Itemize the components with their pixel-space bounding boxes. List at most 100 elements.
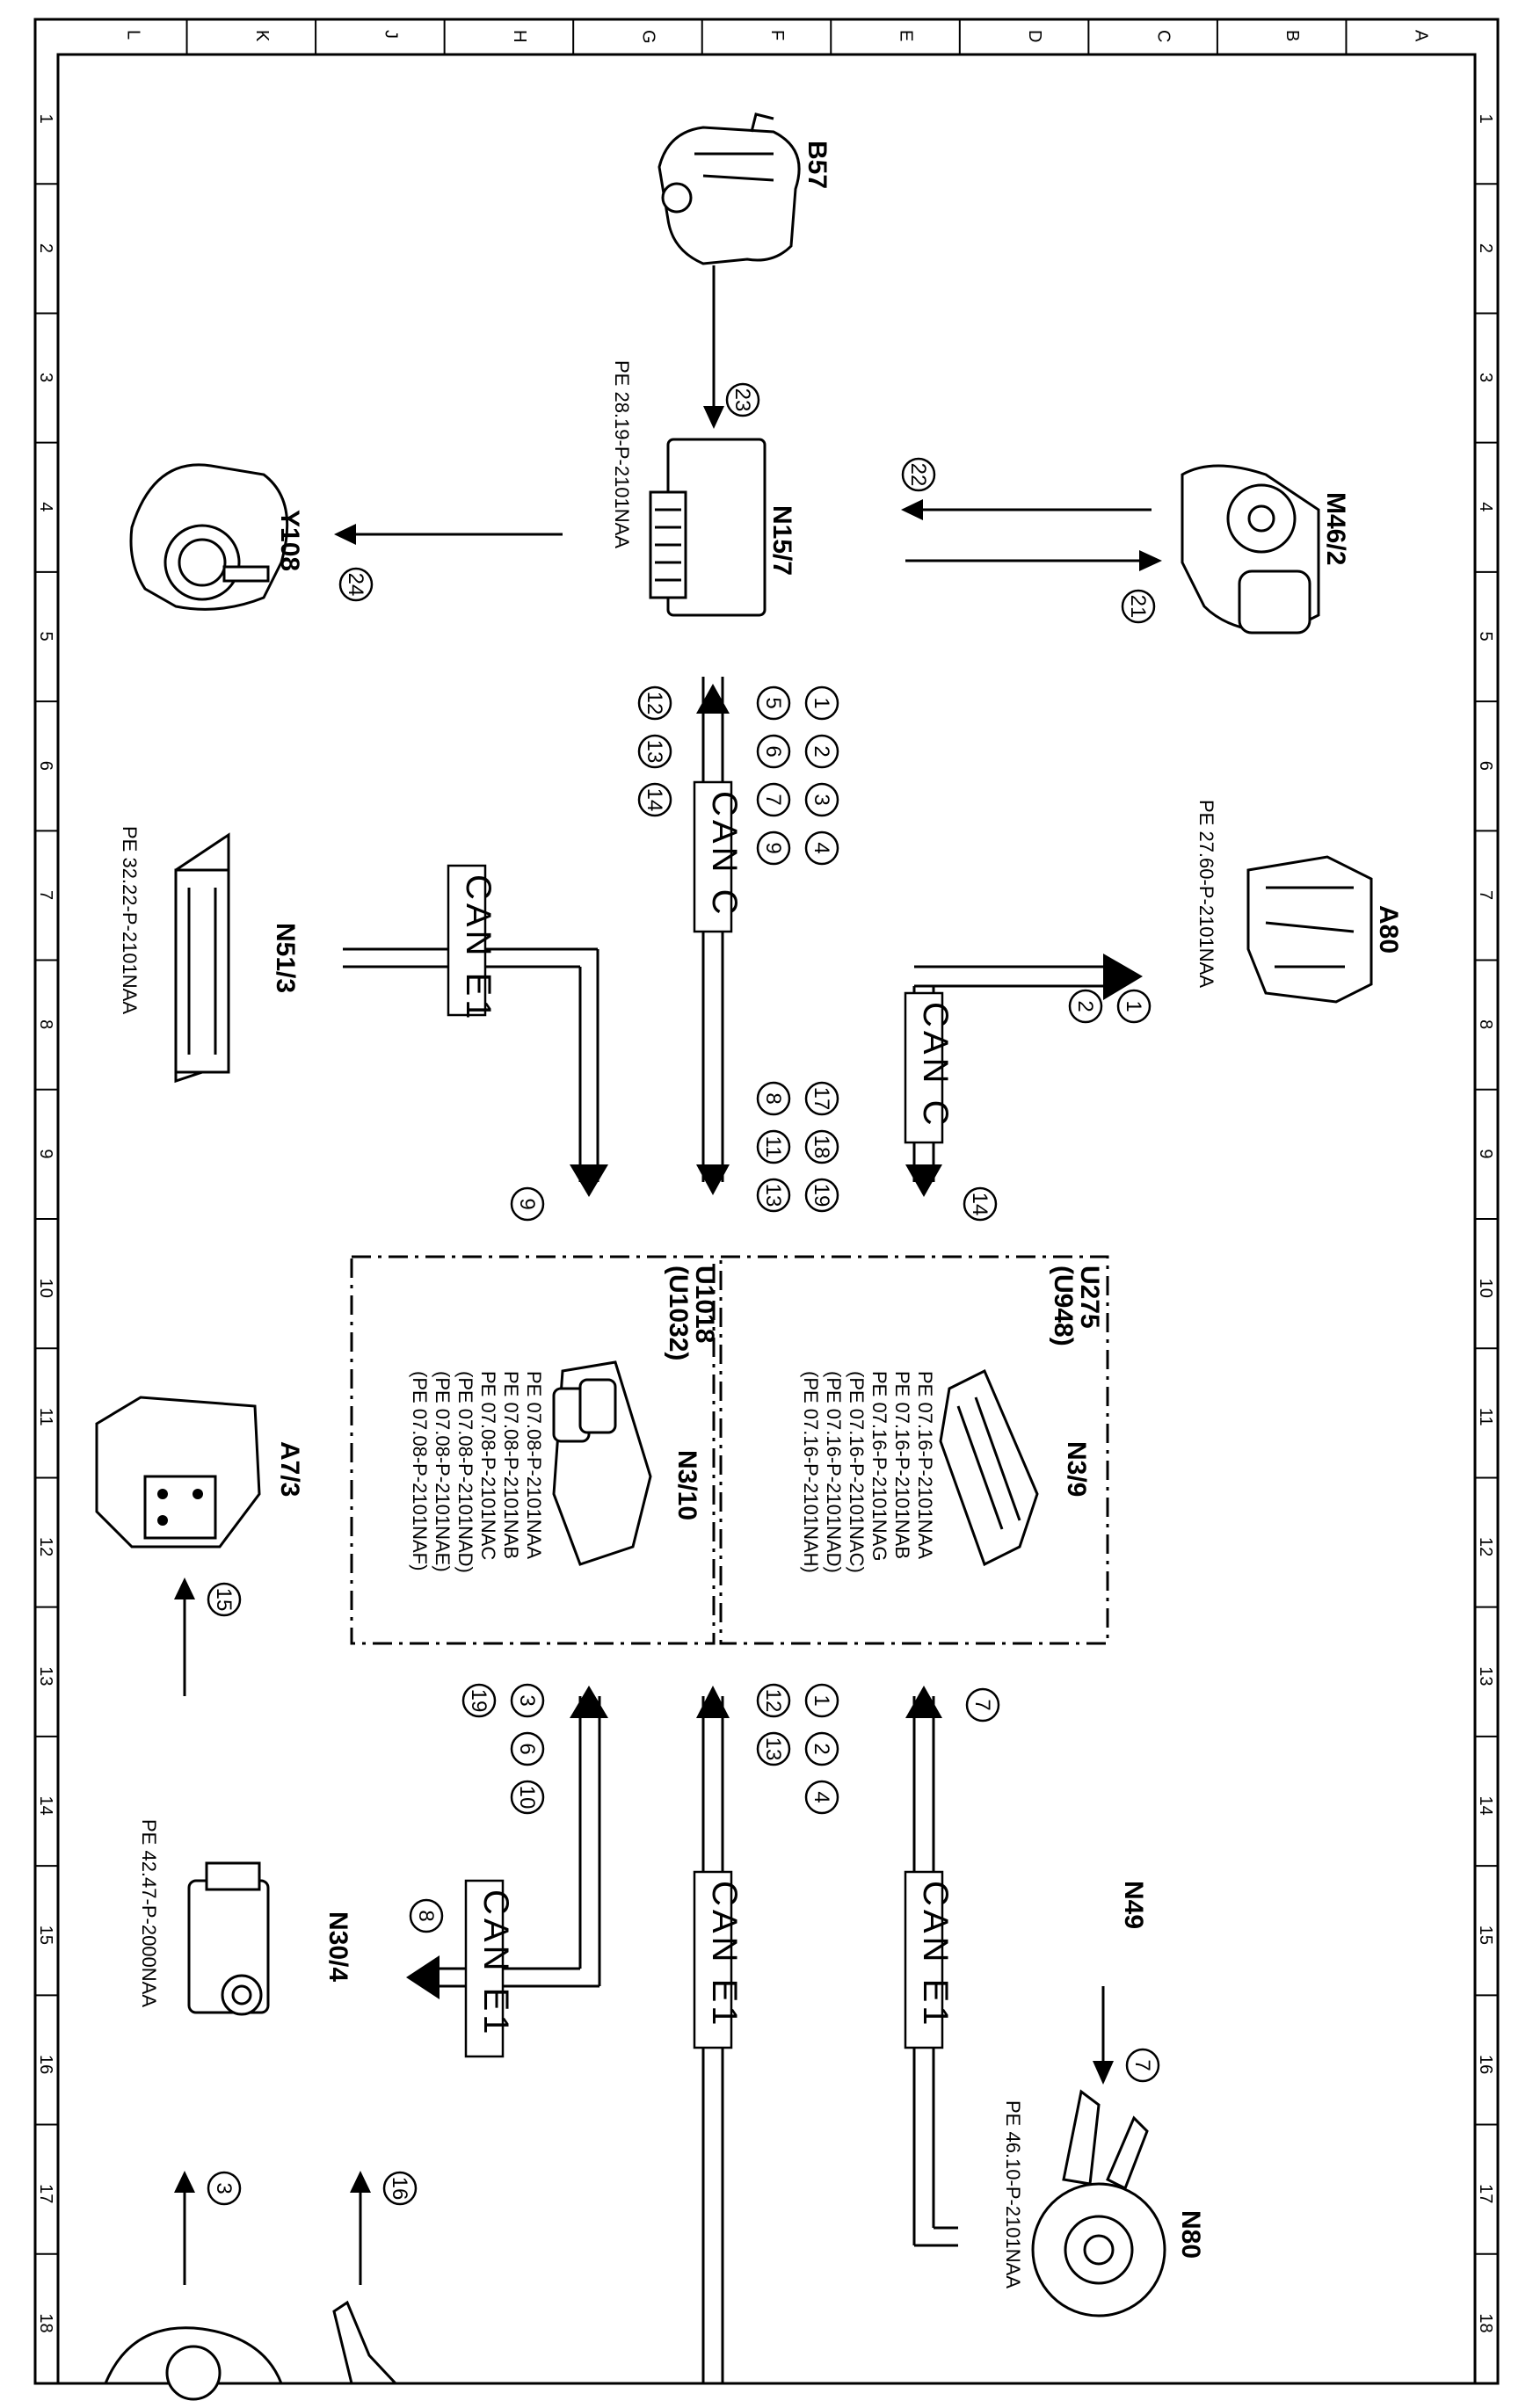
grid-number: 11	[1476, 1408, 1495, 1426]
signal-12: 12	[637, 685, 672, 721]
n3-9-code: U275	[1075, 1266, 1104, 1329]
signal-9: 9	[756, 830, 791, 866]
n3-10-component: N3/10	[552, 1360, 701, 1566]
n3-10-box	[350, 1255, 716, 1645]
grid-number: 8	[36, 1019, 55, 1029]
svg-text:4: 4	[810, 1791, 833, 1802]
grid-number: 5	[36, 632, 55, 642]
grid-number: 15	[36, 1926, 55, 1945]
svg-text:3: 3	[515, 1694, 539, 1706]
signal-14: 14	[963, 1186, 998, 1222]
grid-number: 6	[1476, 761, 1495, 771]
svg-text:24: 24	[344, 573, 367, 597]
grid-number: 14	[1476, 1796, 1495, 1816]
can-c-bus-label-right: CAN C	[916, 1002, 955, 1128]
reference-line: (PE 07.08-P-2101NAD)	[454, 1371, 476, 1573]
reference-line: (PE 07.08-P-2101NAF)	[409, 1371, 431, 1570]
signal-9: 9	[510, 1186, 545, 1222]
svg-text:4: 4	[810, 842, 833, 853]
svg-text:7: 7	[970, 1699, 994, 1710]
svg-text:13: 13	[761, 1737, 785, 1761]
reference-line: PE 07.08-P-2101NAB	[500, 1371, 522, 1559]
reference-line: (PE 07.16-P-2101NAD)	[823, 1371, 845, 1573]
grid-letter: J	[381, 30, 400, 39]
reference-line: PE 07.16-P-2101NAG	[868, 1371, 890, 1561]
n30-4-label: N30/4	[323, 1911, 352, 1982]
reference-line: (PE 07.08-P-2101NAE)	[432, 1371, 454, 1572]
svg-text:12: 12	[761, 1689, 785, 1713]
n51-3-label: N51/3	[271, 923, 300, 993]
signal-7: 7	[756, 782, 791, 817]
signal-5: 5	[756, 685, 791, 721]
svg-text:23: 23	[730, 388, 754, 412]
b57-component: B57	[658, 112, 832, 265]
svg-text:11: 11	[761, 1136, 785, 1158]
n3-9-label: N3/9	[1062, 1441, 1091, 1497]
n51-3-component: N51/3	[174, 832, 300, 1084]
signal-13: 13	[637, 734, 672, 769]
svg-text:2: 2	[810, 1743, 833, 1754]
b57-label: B57	[803, 141, 832, 189]
can-e1-bus-label-center: CAN E1	[705, 1881, 744, 2029]
grid-number: 13	[1476, 1666, 1495, 1686]
svg-text:19: 19	[467, 1689, 490, 1713]
signal-1: 1	[804, 1683, 839, 1718]
grid-number: 4	[36, 502, 55, 511]
inner-frame	[56, 53, 1477, 2385]
signal-16: 16	[382, 2171, 418, 2206]
grid-letter: B	[1282, 30, 1302, 41]
svg-text:2: 2	[1073, 1000, 1097, 1012]
svg-text:7: 7	[761, 794, 785, 805]
svg-text:9: 9	[515, 1198, 539, 1209]
n3-10-code-alt: (U1032)	[664, 1266, 693, 1360]
svg-text:14: 14	[968, 1193, 992, 1216]
signal-15: 15	[207, 1582, 242, 1617]
grid-number: 1	[1476, 114, 1495, 124]
n80-label: N80	[1176, 2210, 1205, 2259]
signal-6: 6	[510, 1731, 545, 1766]
reference-line: PE 07.16-P-2101NAA	[914, 1371, 936, 1559]
a80-reference: PE 27.60-P-2101NAA	[1195, 800, 1217, 988]
grid-number: 7	[1476, 890, 1495, 900]
sensor-partial	[332, 2300, 399, 2385]
grid-letter: K	[252, 30, 272, 42]
reference-line: PE 07.08-P-2101NAA	[523, 1371, 545, 1559]
grid-number: 5	[1476, 632, 1495, 642]
n30-4-reference: PE 42.47-P-2000NAA	[138, 1819, 160, 2007]
y108-label: Y108	[275, 510, 304, 571]
n3-10-label: N3/10	[672, 1450, 701, 1520]
grid-letter: C	[1154, 30, 1173, 42]
grid-number: 13	[36, 1666, 55, 1686]
svg-text:10: 10	[515, 1786, 539, 1810]
can-e1-bus-label-right: CAN E1	[916, 1881, 955, 2029]
signal-4: 4	[804, 1780, 839, 1815]
grid-number: 6	[36, 761, 55, 771]
grid-number: 4	[1476, 502, 1495, 511]
svg-text:9: 9	[761, 842, 785, 853]
signal-7-right: 7	[965, 1687, 1000, 1723]
grid-number: 14	[36, 1796, 55, 1816]
signal-22: 22	[901, 457, 936, 492]
signal-1: 1	[1116, 989, 1152, 1024]
svg-text:1: 1	[810, 697, 833, 708]
grid-number: 8	[1476, 1019, 1495, 1029]
svg-text:1: 1	[1122, 1000, 1145, 1012]
svg-text:18: 18	[810, 1135, 833, 1159]
svg-text:19: 19	[810, 1184, 833, 1208]
svg-text:22: 22	[906, 463, 930, 487]
m46-2-label: M46/2	[1321, 492, 1350, 565]
svg-text:13: 13	[643, 740, 666, 764]
signal-2: 2	[1068, 989, 1103, 1024]
a7-3-component: A7/3	[95, 1396, 304, 1549]
signal-14: 14	[637, 782, 672, 817]
signal-group-a80: 12	[1068, 989, 1152, 1024]
svg-text:6: 6	[515, 1743, 539, 1754]
signal-17: 17	[804, 1081, 839, 1116]
svg-text:14: 14	[643, 788, 666, 812]
svg-text:5: 5	[761, 697, 785, 708]
signal-19: 19	[461, 1683, 497, 1718]
